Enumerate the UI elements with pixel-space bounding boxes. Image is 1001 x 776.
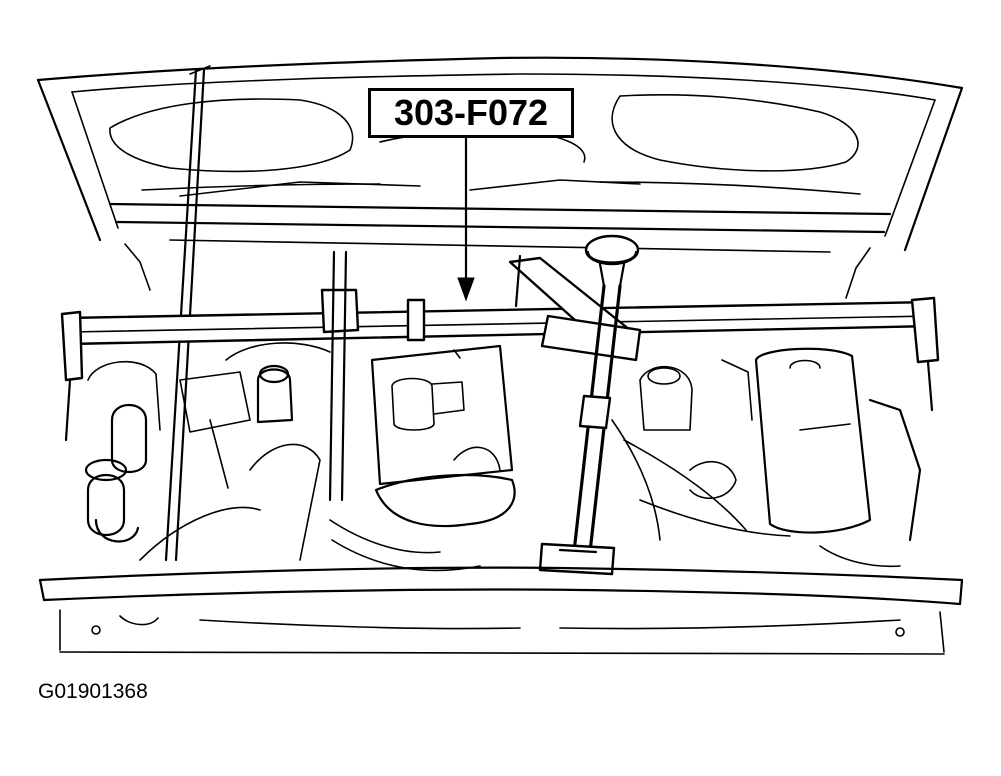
support-crossbar xyxy=(60,250,940,502)
hood-outline xyxy=(36,56,964,252)
figure-id-label: G01901368 xyxy=(38,680,148,703)
lifting-spindle xyxy=(538,234,640,576)
cowl-panel xyxy=(108,179,892,299)
hood-prop-rod xyxy=(164,65,211,562)
tool-callout-label: 303-F072 xyxy=(368,88,574,138)
engine-assembly xyxy=(84,342,922,572)
radiator-support xyxy=(38,545,964,655)
callout-leader-arrow xyxy=(457,136,475,302)
